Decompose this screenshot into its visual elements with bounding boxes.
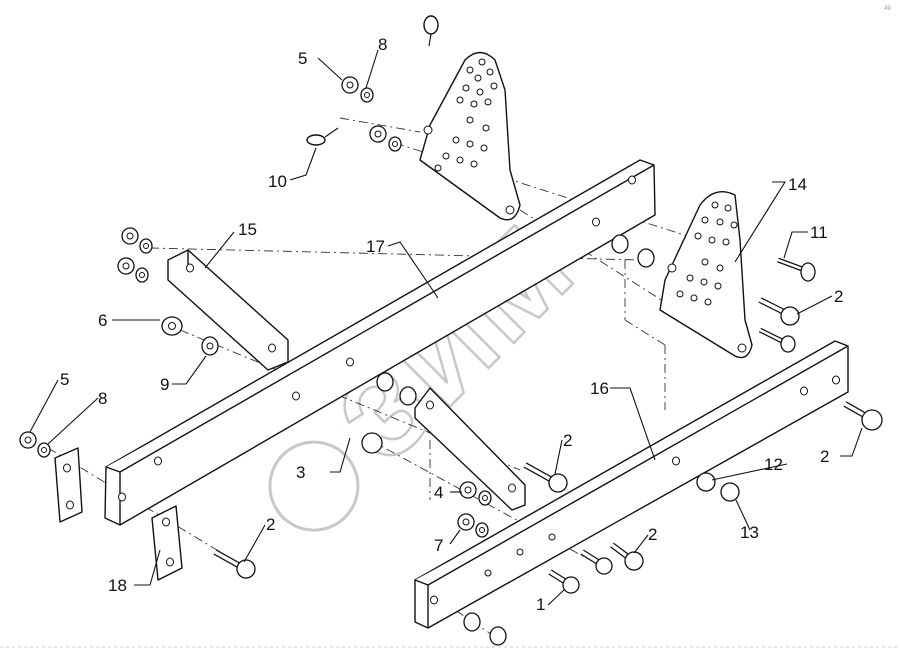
bolt-2 [523,462,568,493]
callout-6: 6 [98,311,107,330]
bolt-1 [548,569,580,594]
bolt-2 [758,297,800,326]
callout-2-bottomleft: 2 [266,515,275,534]
strap-plate-center [414,387,526,511]
washer [139,238,153,254]
callout-2-right: 2 [834,287,843,306]
callout-1: 1 [536,595,545,614]
strap-plate-15 [167,249,289,371]
bolt-2 [843,401,883,431]
plate-holes-right [667,201,747,353]
spacer [637,248,655,268]
callout-11: 11 [810,223,828,242]
spacer [489,626,507,646]
washer [475,522,489,538]
nut [369,125,387,143]
hardware [19,76,740,646]
nut [121,227,139,245]
corner-mark: 49 [884,6,891,12]
bolt-3 [337,423,383,454]
small-plate-18 [151,505,183,581]
callout-7: 7 [434,536,443,555]
beam-17 [104,159,656,526]
bolt-2 [610,542,644,571]
nut [341,76,359,94]
callout-16: 16 [590,379,609,398]
washer-8 [37,442,51,458]
callout-12: 12 [764,455,783,474]
pin-11 [777,257,816,282]
nut-4 [459,481,477,499]
bolt-2 [213,549,256,579]
washer [388,136,402,152]
washer [360,87,374,103]
spacer [376,372,394,392]
callout-8-top: 8 [378,35,387,54]
callout-8-left: 8 [98,389,107,408]
callout-13: 13 [740,523,759,542]
bolts [213,15,883,594]
washer-9 [201,336,219,356]
leader-lines [29,49,863,606]
nut-7 [457,513,475,531]
spacer [399,386,417,406]
callouts: 5 8 10 15 17 6 9 5 8 3 2 18 2 4 7 1 2 16… [60,35,843,614]
callout-5-top: 5 [298,49,307,68]
callout-2-bottomright: 2 [648,525,657,544]
spacer [463,612,481,632]
nut-6 [161,316,183,336]
perforated-plate-upper [419,51,521,221]
washer [478,490,492,506]
nut-5 [19,431,37,449]
lynch-pin-10 [306,127,339,146]
callout-10: 10 [268,172,287,191]
spacer [611,234,629,254]
callout-18: 18 [108,576,127,595]
callout-15: 15 [238,220,257,239]
callout-2-center: 2 [563,431,572,450]
callout-3: 3 [296,463,305,482]
spacer-12 [696,472,716,492]
callout-4: 4 [434,483,443,502]
perforated-plate-14 [659,191,753,359]
callout-17: 17 [366,237,385,256]
pin-lower [758,327,796,353]
washer [135,267,149,283]
beam-16 [414,340,849,629]
callout-2-farright: 2 [820,447,829,466]
small-plate-left [54,447,83,523]
bolt [580,549,613,575]
callout-9: 9 [160,375,169,394]
spacer-13 [720,482,740,502]
lynch-pin-top [423,15,439,47]
callout-14: 14 [788,175,807,194]
callout-5-left: 5 [60,370,69,389]
nut [117,257,135,275]
plate-holes-upper [423,58,515,215]
